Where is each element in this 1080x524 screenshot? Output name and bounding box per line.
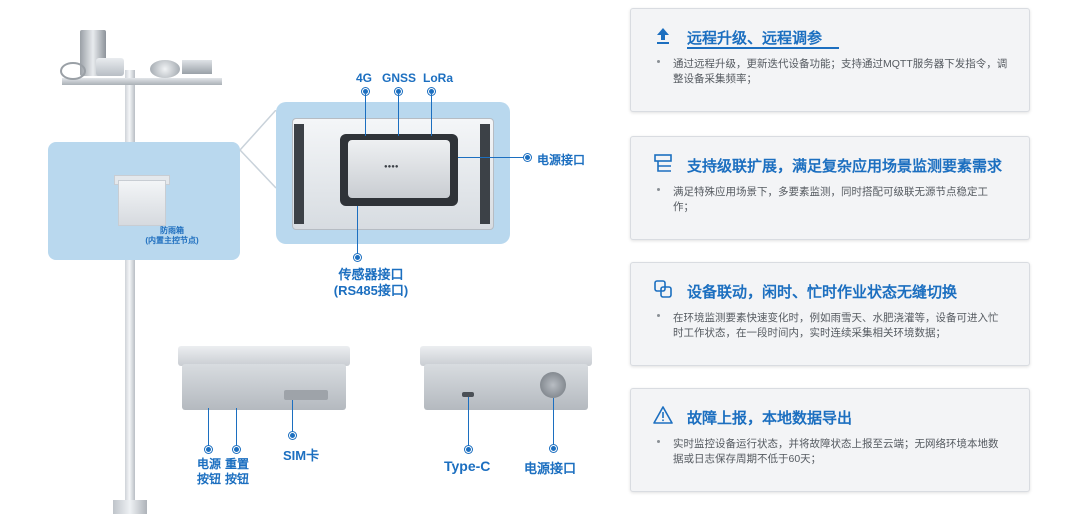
feature-title: 远程升级、远程调参: [687, 30, 823, 47]
mount-rail-left: [294, 124, 304, 224]
leader-gnss: [398, 94, 399, 136]
anemometer-sensor: [60, 62, 86, 80]
label-gnss: GNSS: [382, 71, 417, 85]
leader-reset-button: [236, 408, 237, 448]
device-logo-icon: ●●●●: [384, 164, 399, 170]
pole-crossbar: [62, 78, 222, 85]
linked-squares-icon: [654, 280, 672, 298]
label-sensor-port: 传感器接口 (RS485接口): [316, 267, 426, 299]
label-type-c: Type-C: [444, 458, 491, 474]
camera-sensor: [96, 58, 124, 76]
callout-connector: [239, 110, 277, 189]
feature-description: 满足特殊应用场景下，多要素监测，同时搭配可级联无源节点稳定工作；: [673, 186, 988, 213]
leader-sensor-port: [357, 206, 358, 254]
cascade-structure-icon: [654, 154, 672, 172]
marker-reset-button: [233, 446, 240, 453]
control-box: [118, 180, 166, 226]
feature-title: 支持级联扩展，满足复杂应用场景监测要素需求: [687, 158, 1003, 175]
device-side-left: [182, 364, 346, 410]
marker-sim: [289, 432, 296, 439]
type-c-port: [462, 392, 474, 397]
marker-power-bottom: [550, 445, 557, 452]
feature-card-remote-upgrade: 远程升级、远程调参 通过远程升级，更新迭代设备功能；支持通过MQTT服务器下发指…: [630, 8, 1030, 112]
leader-lora: [431, 94, 432, 136]
label-power-button: 电源 按钮: [196, 457, 221, 486]
feature-title: 设备联动，闲时、忙时作业状态无缝切换: [687, 284, 958, 301]
leader-power-bottom: [553, 398, 554, 446]
radiation-sensor: [150, 60, 180, 78]
label-sensor-port-line2: (RS485接口): [333, 283, 409, 298]
weather-pole: [125, 70, 135, 510]
sim-slot: [284, 390, 328, 400]
pole-base: [113, 500, 147, 514]
feature-description: 通过远程升级，更新迭代设备功能；支持通过MQTT服务器下发指令，调整设备采集频率…: [673, 58, 1008, 85]
label-lora: LoRa: [423, 71, 453, 85]
leader-4g: [365, 94, 366, 136]
bullet: [657, 188, 660, 191]
leader-power-button: [208, 408, 209, 448]
feature-card-fault-report: 故障上报，本地数据导出 实时监控设备运行状态，并将故障状态上报至云端；无网络环境…: [630, 388, 1030, 492]
feature-card-linkage: 设备联动，闲时、忙时作业状态无缝切换 在环境监测要素快速变化时，例如雨雪天、水肥…: [630, 262, 1030, 366]
title-underline: [687, 47, 839, 49]
leader-sim: [292, 400, 293, 434]
warning-triangle-icon: [653, 406, 673, 424]
mount-rail-right: [480, 124, 490, 224]
label-power-port-top: 电源接口: [537, 153, 586, 167]
marker-sensor-port: [354, 254, 361, 261]
leader-type-c: [468, 397, 469, 447]
label-reset-button: 重置 按钮: [224, 457, 249, 486]
label-4g: 4G: [356, 71, 373, 85]
device-front-panel: [348, 140, 450, 198]
feature-description: 在环境监测要素快速变化时，例如雨雪天、水肥浇灌等，设备可进入忙时工作状态，在一段…: [673, 312, 999, 339]
upload-arrow-icon: [657, 28, 669, 44]
bullet: [657, 314, 660, 317]
marker-power-button: [205, 446, 212, 453]
device-side-left-lid: [178, 346, 350, 366]
leader-power-top: [458, 157, 526, 158]
feature-card-cascade: 支持级联扩展，满足复杂应用场景监测要素需求 满足特殊应用场景下，多要素监测，同时…: [630, 136, 1030, 240]
bullet: [657, 60, 660, 63]
bullet: [657, 440, 660, 443]
feature-description: 实时监控设备运行状态，并将故障状态上报至云端；无网络环境本地数据或日志保存周期不…: [673, 438, 999, 465]
label-sim-card: SIM卡: [283, 448, 320, 463]
feature-title: 故障上报，本地数据导出: [687, 410, 853, 427]
weather-sensor: [182, 60, 212, 74]
marker-type-c: [465, 446, 472, 453]
marker-power-top: [524, 154, 531, 161]
label-power-port-bottom: 电源接口: [524, 461, 577, 476]
rainproof-box-note: 防雨箱 (内置主控节点): [145, 226, 199, 245]
device-side-right-lid: [420, 346, 592, 366]
cable-gland: [540, 372, 566, 398]
label-sensor-port-line1: 传感器接口: [338, 267, 404, 282]
